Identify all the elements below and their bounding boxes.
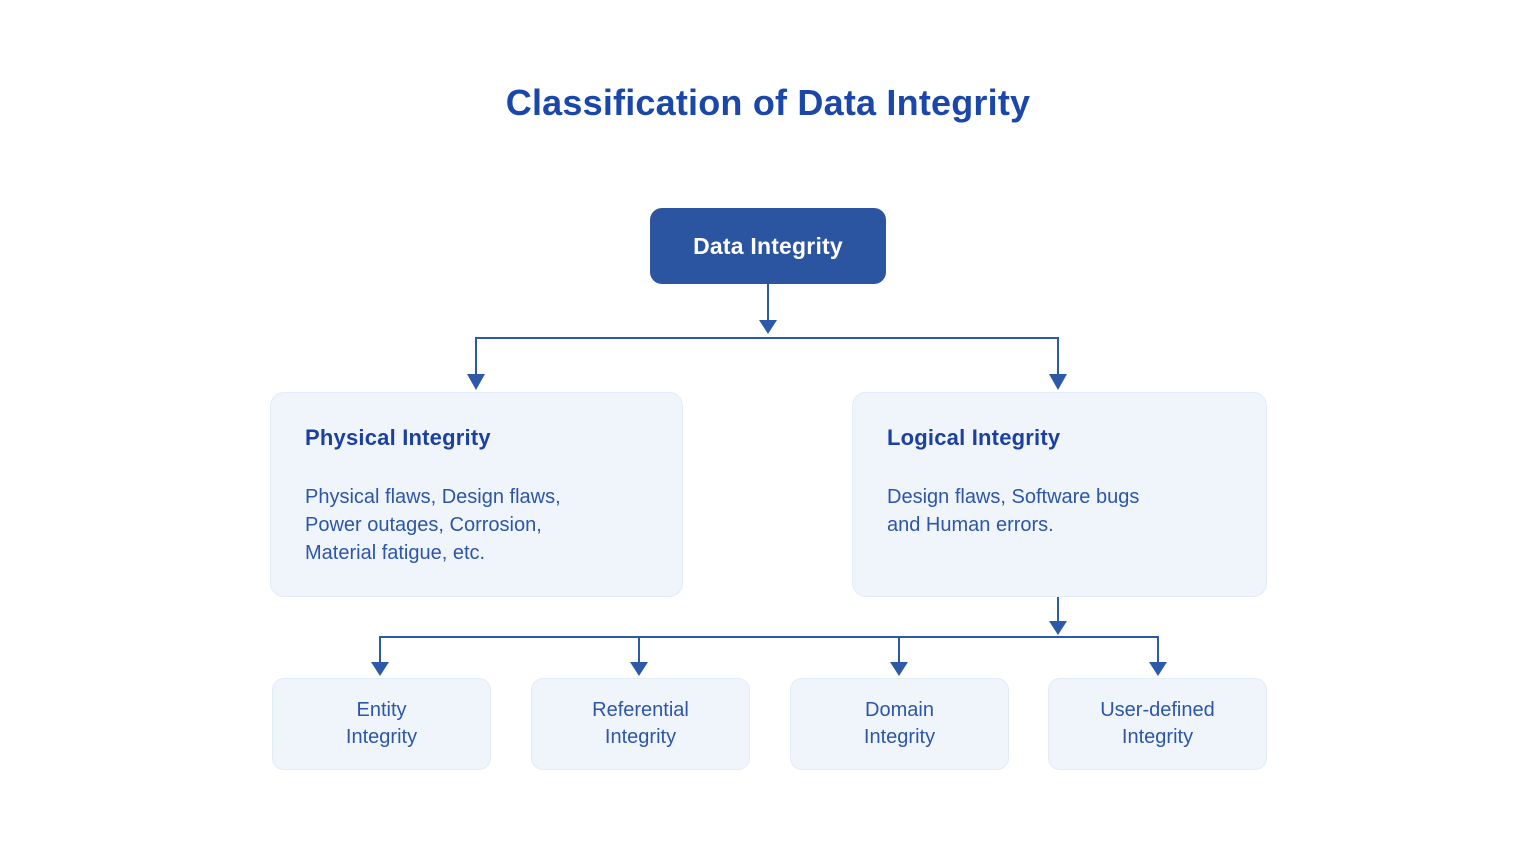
physical-arrowhead-icon [467, 374, 485, 390]
bottom-bus-line [379, 636, 1159, 662]
card-physical-integrity: Physical Integrity Physical flaws, Desig… [270, 392, 683, 597]
logical-stem-arrowhead-icon [1049, 621, 1067, 635]
logical-arrowhead-icon [1049, 374, 1067, 390]
root-node-label: Data Integrity [693, 232, 843, 259]
domain-arrowhead-icon [890, 662, 908, 676]
leaf-referential-integrity: Referential Integrity [531, 678, 750, 770]
card-logical-integrity: Logical Integrity Design flaws, Software… [852, 392, 1267, 597]
leaf-label-line: Integrity [1121, 726, 1194, 748]
card-body-line: Power outages, Corrosion, [305, 514, 542, 536]
leaf-domain-integrity: Domain Integrity [790, 678, 1009, 770]
page-title: Classification of Data Integrity [505, 82, 1031, 123]
leaf-label-line: User-defined [1100, 699, 1215, 721]
leaf-label-line: Integrity [604, 726, 677, 748]
entity-arrowhead-icon [371, 662, 389, 676]
leaf-label-line: Integrity [345, 726, 418, 748]
card-heading: Physical Integrity [305, 425, 491, 450]
leaf-label-line: Referential [592, 699, 689, 721]
card-body-line: Material fatigue, etc. [305, 542, 486, 564]
top-bus-line [475, 337, 1059, 374]
card-body-line: Physical flaws, Design flaws, [305, 486, 561, 508]
root-stem-arrowhead-icon [759, 320, 777, 334]
leaf-user-defined-integrity: User-defined Integrity [1048, 678, 1267, 770]
card-body-line: Design flaws, Software bugs [887, 486, 1140, 508]
leaf-label-line: Entity [356, 699, 407, 721]
card-body: Design flaws, Software bugs and Human er… [887, 483, 1232, 539]
card-body-line: and Human errors. [887, 514, 1054, 536]
user-defined-arrowhead-icon [1149, 662, 1167, 676]
card-body: Physical flaws, Design flaws, Power outa… [305, 483, 648, 567]
root-node-data-integrity: Data Integrity [650, 208, 886, 284]
leaf-label-line: Domain [865, 699, 934, 721]
leaf-entity-integrity: Entity Integrity [272, 678, 491, 770]
leaf-label-line: Integrity [863, 726, 936, 748]
card-heading: Logical Integrity [887, 425, 1061, 450]
referential-arrowhead-icon [630, 662, 648, 676]
